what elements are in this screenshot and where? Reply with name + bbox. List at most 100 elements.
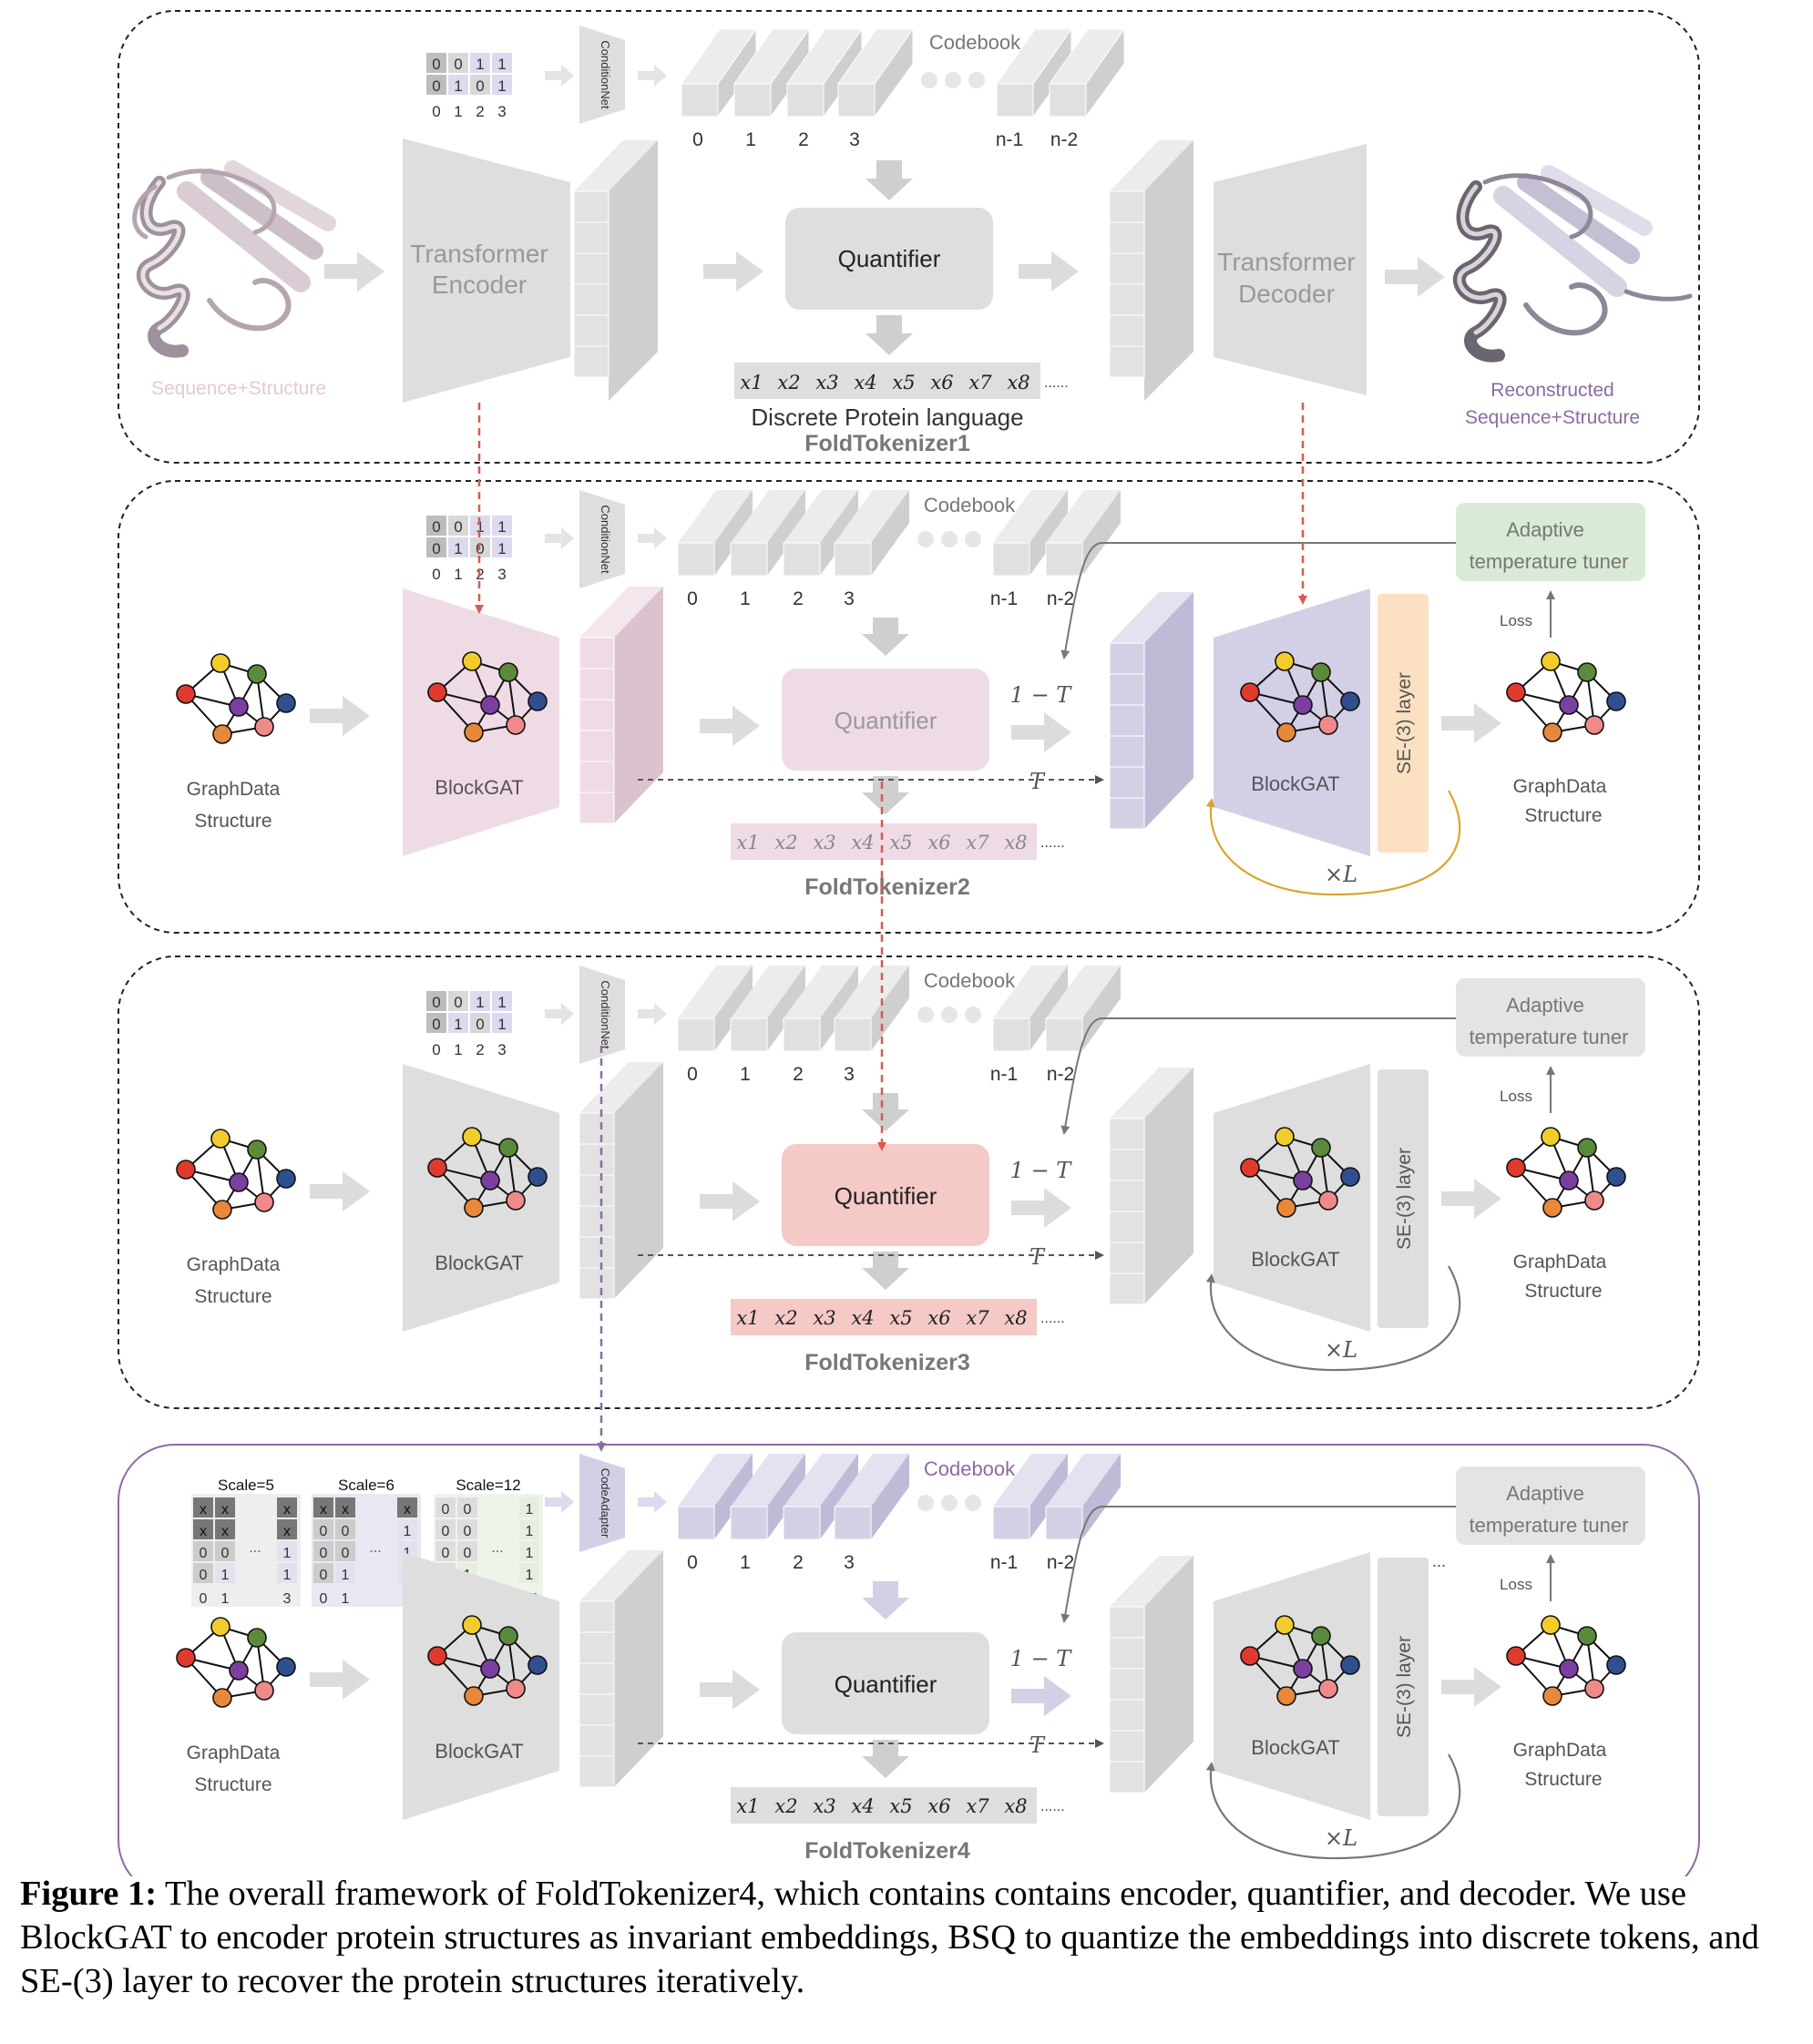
decoder-embedding-stack <box>1109 1556 1193 1794</box>
grid-cell: 1 <box>497 540 506 557</box>
grid-cell: 0 <box>432 518 440 536</box>
condition-net: ConditionNet <box>579 26 625 124</box>
svg-text:BlockGAT: BlockGAT <box>1251 1736 1339 1759</box>
codebook-index: 1 <box>740 1552 751 1573</box>
codebook-index: n-1 <box>990 588 1018 609</box>
scale-cell: x <box>200 1524 207 1539</box>
panel-border <box>118 1444 1700 1876</box>
graph-input-label: GraphData <box>187 779 281 800</box>
scale-cell: x <box>320 1502 327 1518</box>
svg-text:BlockGAT: BlockGAT <box>1251 1248 1339 1271</box>
reconstructed-protein-icon <box>1452 165 1693 363</box>
svg-text:SE-(3) layer: SE-(3) layer <box>1394 1148 1415 1250</box>
panel-foldtokenizer2: 001101010123ConditionNetCodebook0123n-1n… <box>118 480 1700 934</box>
iteration-loop-arrow <box>1205 790 1461 896</box>
blockgat-encoder: BlockGAT <box>403 588 559 856</box>
scale-cell: x <box>404 1502 411 1518</box>
graph-output-label: GraphData <box>1513 1740 1607 1761</box>
codebook-index: 1 <box>740 1064 751 1085</box>
discrete-language-label: Discrete Protein language <box>751 404 1023 431</box>
panel-title: FoldTokenizer1 <box>804 431 970 456</box>
molecular-graph-icon <box>1506 651 1626 742</box>
scale-footer: 0 <box>200 1591 208 1607</box>
svg-text:x1: x1 <box>736 1795 759 1817</box>
svg-text:3: 3 <box>849 129 860 150</box>
figure-caption: Figure 1: The overall framework of FoldT… <box>20 1872 1797 2003</box>
molecular-graph-icon <box>176 1617 296 1708</box>
codebook-index: n-2 <box>1047 1552 1074 1573</box>
scale-footer: 1 <box>342 1591 350 1607</box>
graph-output-label: GraphData <box>1513 1252 1607 1272</box>
quantifier-box: Quantifier <box>782 1144 989 1246</box>
temperature-feedback-arrow <box>1060 1506 1456 1623</box>
molecular-graph-icon <box>427 1615 548 1706</box>
svg-text:1: 1 <box>745 129 756 150</box>
grid-footer: 1 <box>454 566 462 583</box>
scale-cell: 0 <box>442 1546 450 1561</box>
molecular-graph-icon <box>1240 1127 1360 1218</box>
codebook-index: 0 <box>687 1552 698 1573</box>
graph-input-label: Structure <box>194 811 271 832</box>
scale-cell: 0 <box>200 1546 208 1561</box>
scale-cell: 0 <box>464 1502 472 1518</box>
scale-cell: 0 <box>464 1524 472 1539</box>
blockgat-encoder: BlockGAT <box>403 1552 559 1820</box>
graph-output-label: GraphData <box>1513 776 1607 797</box>
scale-cell: 0 <box>342 1524 350 1539</box>
svg-text:Decoder: Decoder <box>1238 280 1335 308</box>
grid-footer: 0 <box>432 1041 440 1058</box>
grid-footer: 1 <box>454 1041 462 1058</box>
code-adapter: CodeAdapter <box>579 1454 625 1552</box>
molecular-graph-icon <box>427 1127 548 1218</box>
grid-cell: 1 <box>476 56 484 73</box>
blockgat-decoder: BlockGAT <box>1214 588 1370 856</box>
svg-text:Transformer: Transformer <box>1217 248 1355 276</box>
se3-layer: SE-(3) layer <box>1378 1069 1429 1328</box>
svg-text:x6: x6 <box>930 372 953 393</box>
svg-text:SE-(3) layer: SE-(3) layer <box>1394 1636 1415 1738</box>
codebook-index: 2 <box>793 1064 804 1085</box>
blockgat-decoder: BlockGAT <box>1214 1552 1370 1820</box>
svg-text:2: 2 <box>798 129 809 150</box>
svg-text:x3: x3 <box>813 1795 835 1817</box>
scale-ellipsis: ... <box>491 1540 503 1556</box>
codebook-index: 3 <box>844 1552 855 1573</box>
codebook-index: 1 <box>740 588 751 609</box>
grid-cell: 0 <box>476 77 484 95</box>
se3-layer: SE-(3) layer <box>1378 594 1429 853</box>
graph-output-label: Structure <box>1524 1769 1602 1790</box>
svg-text:......: ...... <box>1040 1799 1065 1814</box>
framework-diagram: 0 0 1 1 0 1 0 1 0 1 2 3 ConditionNet <box>118 10 1700 1876</box>
svg-text:x5: x5 <box>889 1795 912 1817</box>
scale-cell: 0 <box>464 1546 472 1561</box>
svg-text:x6: x6 <box>927 1795 950 1817</box>
scale-cell: 0 <box>342 1546 350 1561</box>
loss-label: Loss <box>1500 1088 1532 1105</box>
svg-text:x4: x4 <box>851 1795 874 1817</box>
graph-input-label: GraphData <box>187 1743 281 1763</box>
scale-cell: 1 <box>221 1568 230 1583</box>
svg-text:x8: x8 <box>1004 832 1027 853</box>
svg-text:x7: x7 <box>968 372 992 393</box>
se3-layer: SE-(3) layer <box>1378 1558 1429 1816</box>
svg-text:CodeAdapter: CodeAdapter <box>599 1468 612 1538</box>
one-minus-t-label: 1 − T <box>1010 1646 1073 1671</box>
grid-cell: 0 <box>454 518 462 536</box>
caption-label: Figure 1: <box>20 1875 158 1913</box>
grid-cell: 1 <box>497 56 506 73</box>
grid-cell: 1 <box>454 77 462 95</box>
molecular-graph-icon <box>1240 1615 1360 1706</box>
svg-text:......: ...... <box>1040 1311 1065 1326</box>
svg-text:x4: x4 <box>851 832 874 853</box>
svg-text:x2: x2 <box>774 1307 797 1329</box>
panel-title: FoldTokenizer3 <box>804 1350 970 1375</box>
svg-text:x5: x5 <box>892 372 915 393</box>
svg-text:x3: x3 <box>813 1307 835 1329</box>
svg-text:Quantifier: Quantifier <box>835 1182 937 1210</box>
grid-cell: 1 <box>454 540 462 557</box>
svg-text:BlockGAT: BlockGAT <box>435 1740 523 1763</box>
codebook: Codebook 0 1 2 3 n-1 n-2 <box>681 27 1125 150</box>
